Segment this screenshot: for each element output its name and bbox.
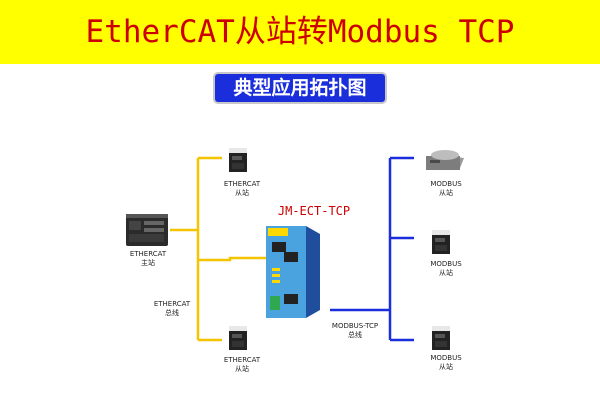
modbus-bus-line1: MODBUS-TCP <box>331 322 379 330</box>
modbus-drive-bottom-icon <box>432 326 450 350</box>
modbus-slave-mid-label: MODBUS 从站 <box>414 260 478 278</box>
ethercat-bus-line2: 总线 <box>165 309 179 317</box>
ethercat-master-label-line2: 主站 <box>141 259 155 267</box>
ethercat-slave-bottom-line2: 从站 <box>235 365 249 373</box>
ethercat-master-label-line1: ETHERCAT <box>129 250 167 258</box>
banner-title: EtherCAT从站转Modbus TCP <box>85 14 515 50</box>
ethercat-slave-bottom-label: ETHERCAT 从站 <box>210 356 274 374</box>
ethercat-bus-line1: ETHERCAT <box>153 300 191 308</box>
modbus-bus-label: MODBUS-TCP 总线 <box>320 322 390 340</box>
title-banner: EtherCAT从站转Modbus TCP <box>0 0 600 64</box>
ethercat-bus-lines <box>170 156 268 342</box>
plc-master-icon <box>126 214 168 246</box>
ethercat-bus-label: ETHERCAT 总线 <box>140 300 204 318</box>
modbus-slave-bottom-line2: 从站 <box>439 363 453 371</box>
modbus-slave-bottom-line1: MODBUS <box>430 354 462 362</box>
ethercat-master-label: ETHERCAT 主站 <box>120 250 176 268</box>
modbus-slave-top-label: MODBUS 从站 <box>414 180 478 198</box>
ethercat-slave-bottom-line1: ETHERCAT <box>223 356 261 364</box>
subtitle-box: 典型应用拓扑图 <box>213 72 387 104</box>
modbus-slave-top-line1: MODBUS <box>430 180 462 188</box>
modbus-slave-mid-line2: 从站 <box>439 269 453 277</box>
modbus-device-top-icon <box>426 150 464 170</box>
gateway-device-icon <box>266 226 320 318</box>
modbus-slave-top-line2: 从站 <box>439 189 453 197</box>
modbus-bus-line2: 总线 <box>348 331 362 339</box>
ethercat-slave-top-label: ETHERCAT 从站 <box>210 180 274 198</box>
servo-drive-bottom-icon <box>229 326 247 350</box>
servo-drive-top-icon <box>229 148 247 172</box>
ethercat-slave-top-line1: ETHERCAT <box>223 180 261 188</box>
modbus-bus-lines <box>330 156 414 342</box>
modbus-slave-bottom-label: MODBUS 从站 <box>414 354 478 372</box>
gateway-title: JM-ECT-TCP <box>277 204 351 218</box>
modbus-slave-mid-line1: MODBUS <box>430 260 462 268</box>
modbus-drive-mid-icon <box>432 230 450 254</box>
ethercat-slave-top-line2: 从站 <box>235 189 249 197</box>
